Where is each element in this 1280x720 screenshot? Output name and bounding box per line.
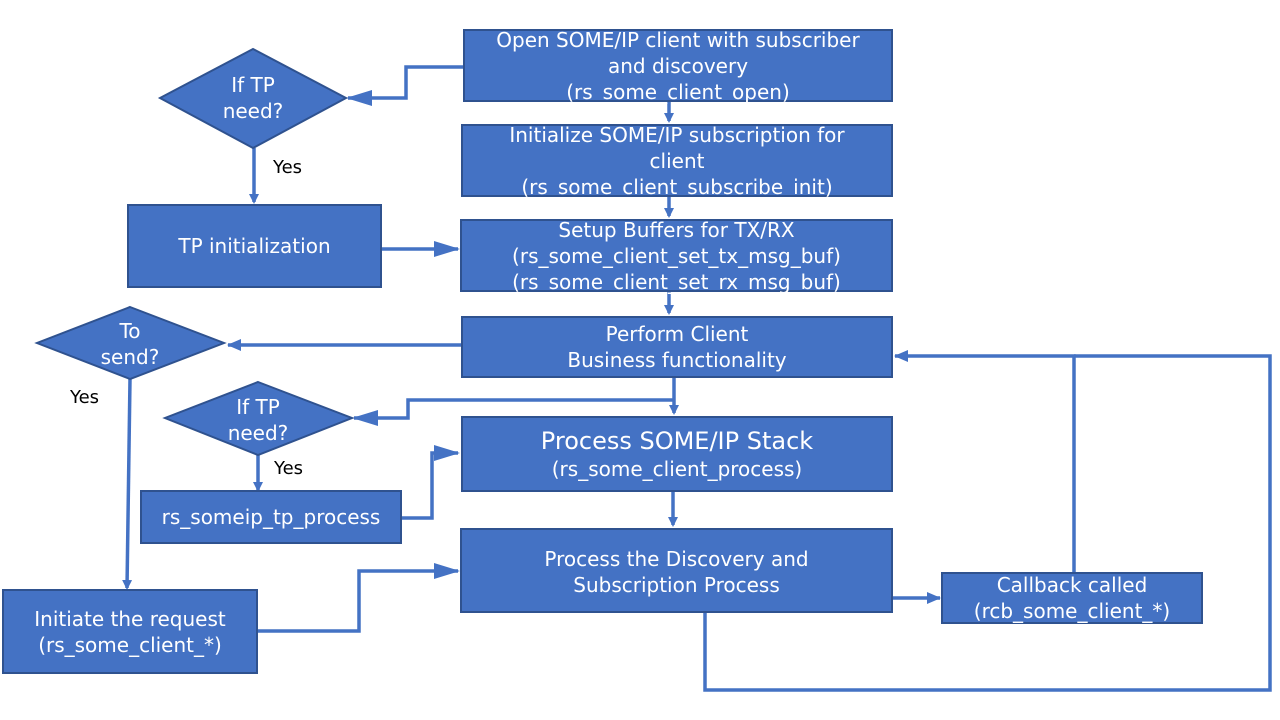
loop-discovery-to-business: [703, 354, 1272, 692]
initiate-request-line-1: Initiate the request: [34, 606, 226, 631]
tp-init-line-1: TP initialization: [178, 234, 331, 258]
subscribe-init-box: Initialize SOME/IP subscription for clie…: [461, 122, 893, 199]
callback-line-1: Callback called: [996, 573, 1148, 597]
business-box: Perform Client Business functionality: [461, 316, 893, 378]
to-send-line-1: To: [119, 319, 141, 343]
open-client-line-1: Open SOME/IP client with subscriber: [496, 27, 860, 52]
initiate-request-box: Initiate the request (rs_some_client_*): [2, 589, 258, 674]
process-stack-line-2: (rs_some_client_process): [551, 457, 803, 481]
callback-line-2: (rcb_some_client_*): [973, 599, 1171, 623]
arrow-open-to-tp-decision: [346, 65, 464, 106]
discovery-box: Process the Discovery and Subscription P…: [460, 528, 893, 613]
process-stack-box: Process SOME/IP Stack (rs_some_client_pr…: [461, 416, 893, 492]
setup-buffers-line-1: Setup Buffers for TX/RX: [558, 217, 795, 242]
business-line-2: Business functionality: [567, 348, 787, 372]
tp-need-top-diamond: [157, 47, 349, 150]
yes-label-tp-mid: Yes: [274, 458, 304, 479]
tp-process-line-1: rs_someip_tp_process: [161, 505, 381, 529]
setup-buffers-box: Setup Buffers for TX/RX (rs_some_client_…: [460, 217, 893, 294]
subscribe-init-line-3: (rs_some_client_subscribe_init): [521, 174, 833, 199]
setup-buffers-line-2: (rs_some_client_set_tx_msg_buf): [512, 243, 841, 268]
arrow-branch-to-tp-decision-mid: [352, 398, 674, 426]
subscribe-init-line-1: Initialize SOME/IP subscription for: [509, 122, 845, 147]
tp-need-mid-line-1: If TP: [236, 395, 280, 419]
initiate-request-line-2: (rs_some_client_*): [38, 632, 222, 657]
tp-need-mid-line-2: need?: [227, 421, 289, 445]
discovery-line-2: Subscription Process: [573, 573, 780, 597]
subscribe-init-line-2: client: [649, 148, 705, 173]
tp-init-box: TP initialization: [127, 204, 382, 288]
setup-buffers-line-3: (rs_some_client_set_rx_msg_buf): [512, 269, 841, 294]
to-send-diamond: [34, 305, 227, 381]
arrow-tp-process-to-stack: [402, 445, 460, 520]
arrow-initiate-to-discovery: [258, 563, 460, 633]
arrow-send-to-initiate: [122, 378, 133, 590]
callback-box: Callback called (rcb_some_client_*): [941, 572, 1203, 624]
open-client-line-2: and discovery: [607, 53, 749, 78]
tp-need-top-line-1: If TP: [231, 73, 275, 97]
open-client-box: Open SOME/IP client with subscriber and …: [463, 27, 893, 104]
tp-process-box: rs_someip_tp_process: [140, 490, 402, 544]
yes-label-tp-top: Yes: [273, 157, 303, 178]
yes-label-send: Yes: [70, 387, 100, 408]
open-client-line-3: (rs_some_client_open): [566, 79, 790, 104]
discovery-line-1: Process the Discovery and: [544, 547, 809, 571]
tp-need-top-label: If TP need?: [203, 72, 303, 124]
tp-need-mid-diamond: [162, 380, 355, 457]
process-stack-line-1: Process SOME/IP Stack: [540, 427, 814, 455]
to-send-line-2: send?: [100, 345, 160, 369]
business-line-1: Perform Client: [605, 322, 749, 346]
tp-need-top-line-2: need?: [222, 99, 284, 123]
tp-need-mid-label: If TP need?: [208, 394, 308, 446]
to-send-label: To send?: [80, 318, 180, 370]
